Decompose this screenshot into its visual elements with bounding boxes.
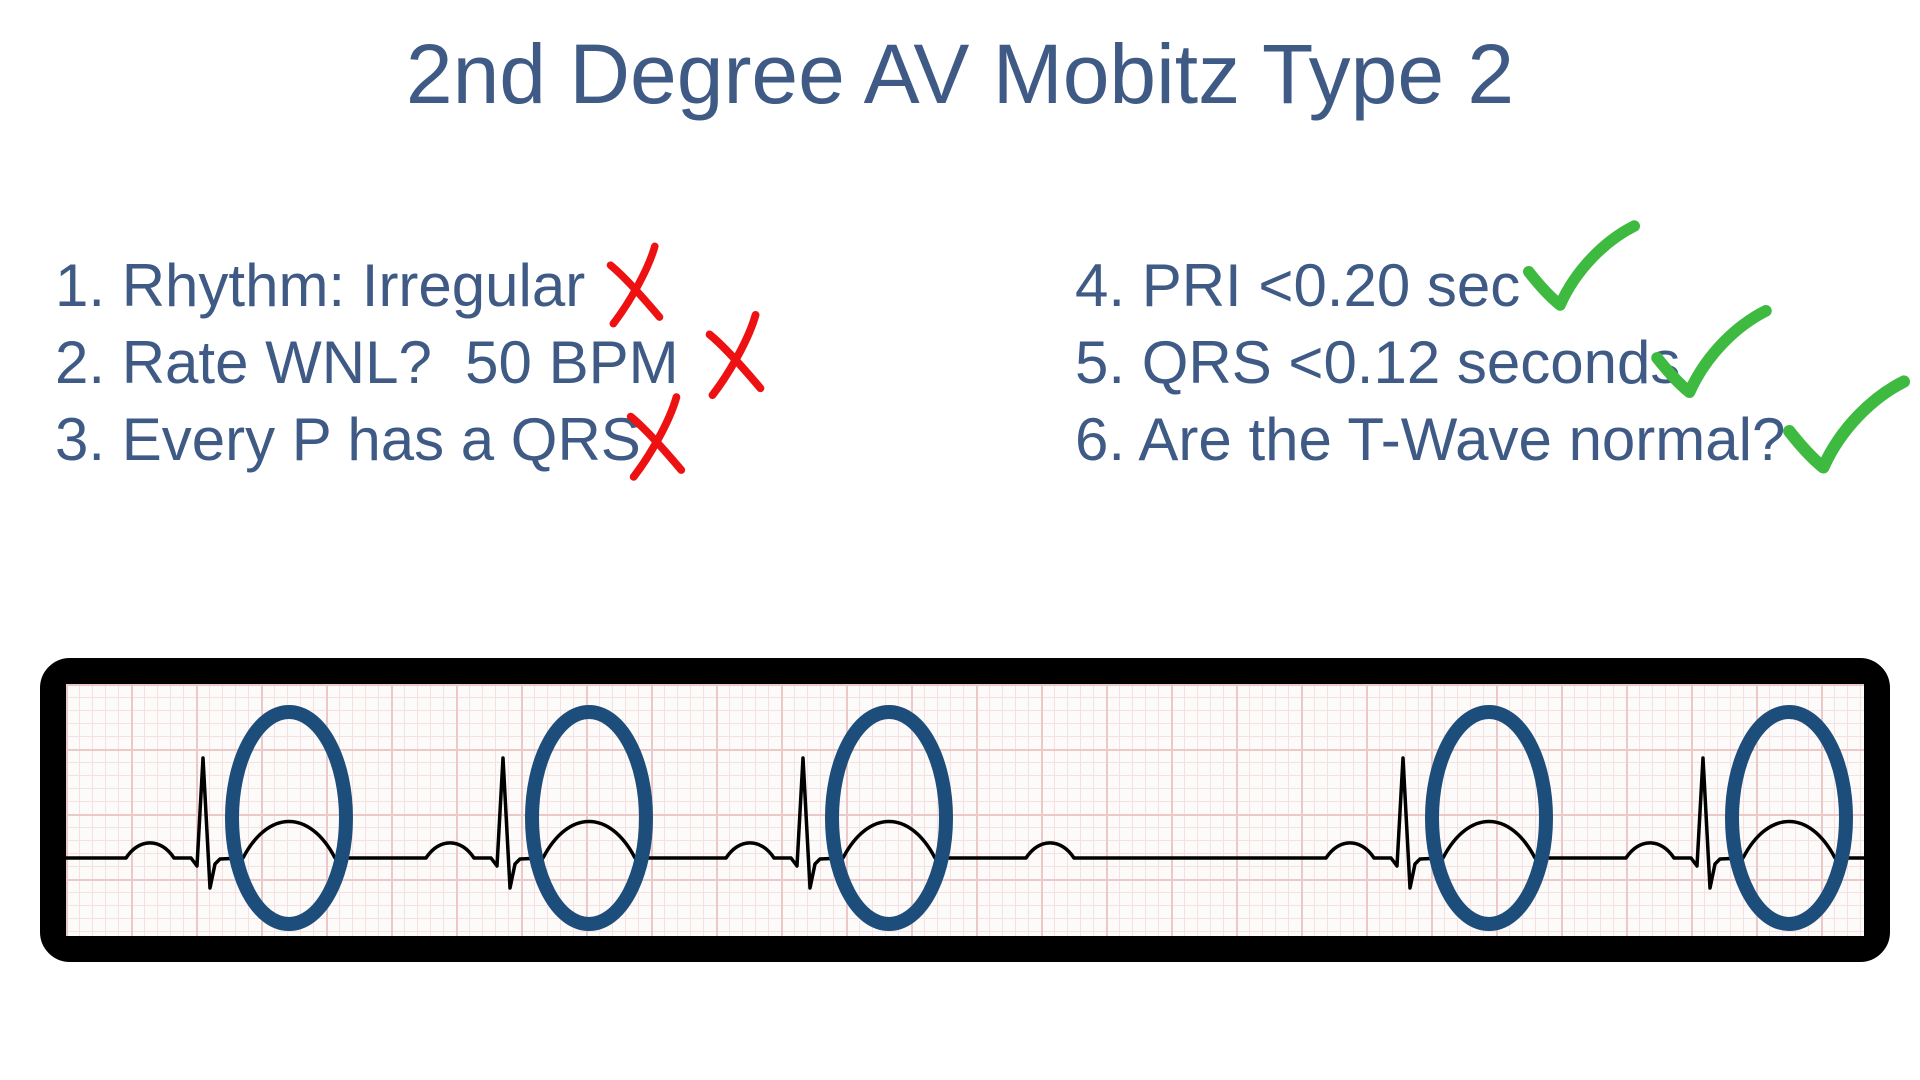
ecg-strip-frame [40,658,1890,962]
checklist-item-pri: 4. PRI <0.20 sec [1075,252,1521,319]
t-wave-oval [825,705,953,931]
checklist-item-p-qrs: 3. Every P has a QRS [55,406,641,473]
page-title: 2nd Degree AV Mobitz Type 2 [405,27,1515,121]
x-mark-icon [626,393,686,481]
ecg-waveform [66,705,1864,931]
check-mark-icon [1783,375,1910,474]
checklist-item-qrs-width: 5. QRS <0.12 seconds [1075,329,1681,396]
check-mark-icon [1522,220,1640,311]
checklist-item-rhythm: 1. Rhythm: Irregular [55,252,586,319]
t-wave-oval [1725,705,1853,931]
checklist-item-t-wave: 6. Are the T-Wave normal? [1075,406,1786,473]
check-mark-icon [1651,304,1772,399]
ecg-trace-line [66,756,1864,890]
checklist-item-rate: 2. Rate WNL? 50 BPM [55,329,679,396]
ecg-grid-paper [66,684,1864,936]
t-wave-oval [225,705,353,931]
x-mark-icon [606,242,664,328]
t-wave-oval [525,705,653,931]
t-wave-oval [1425,705,1553,931]
x-mark-icon [705,310,765,400]
